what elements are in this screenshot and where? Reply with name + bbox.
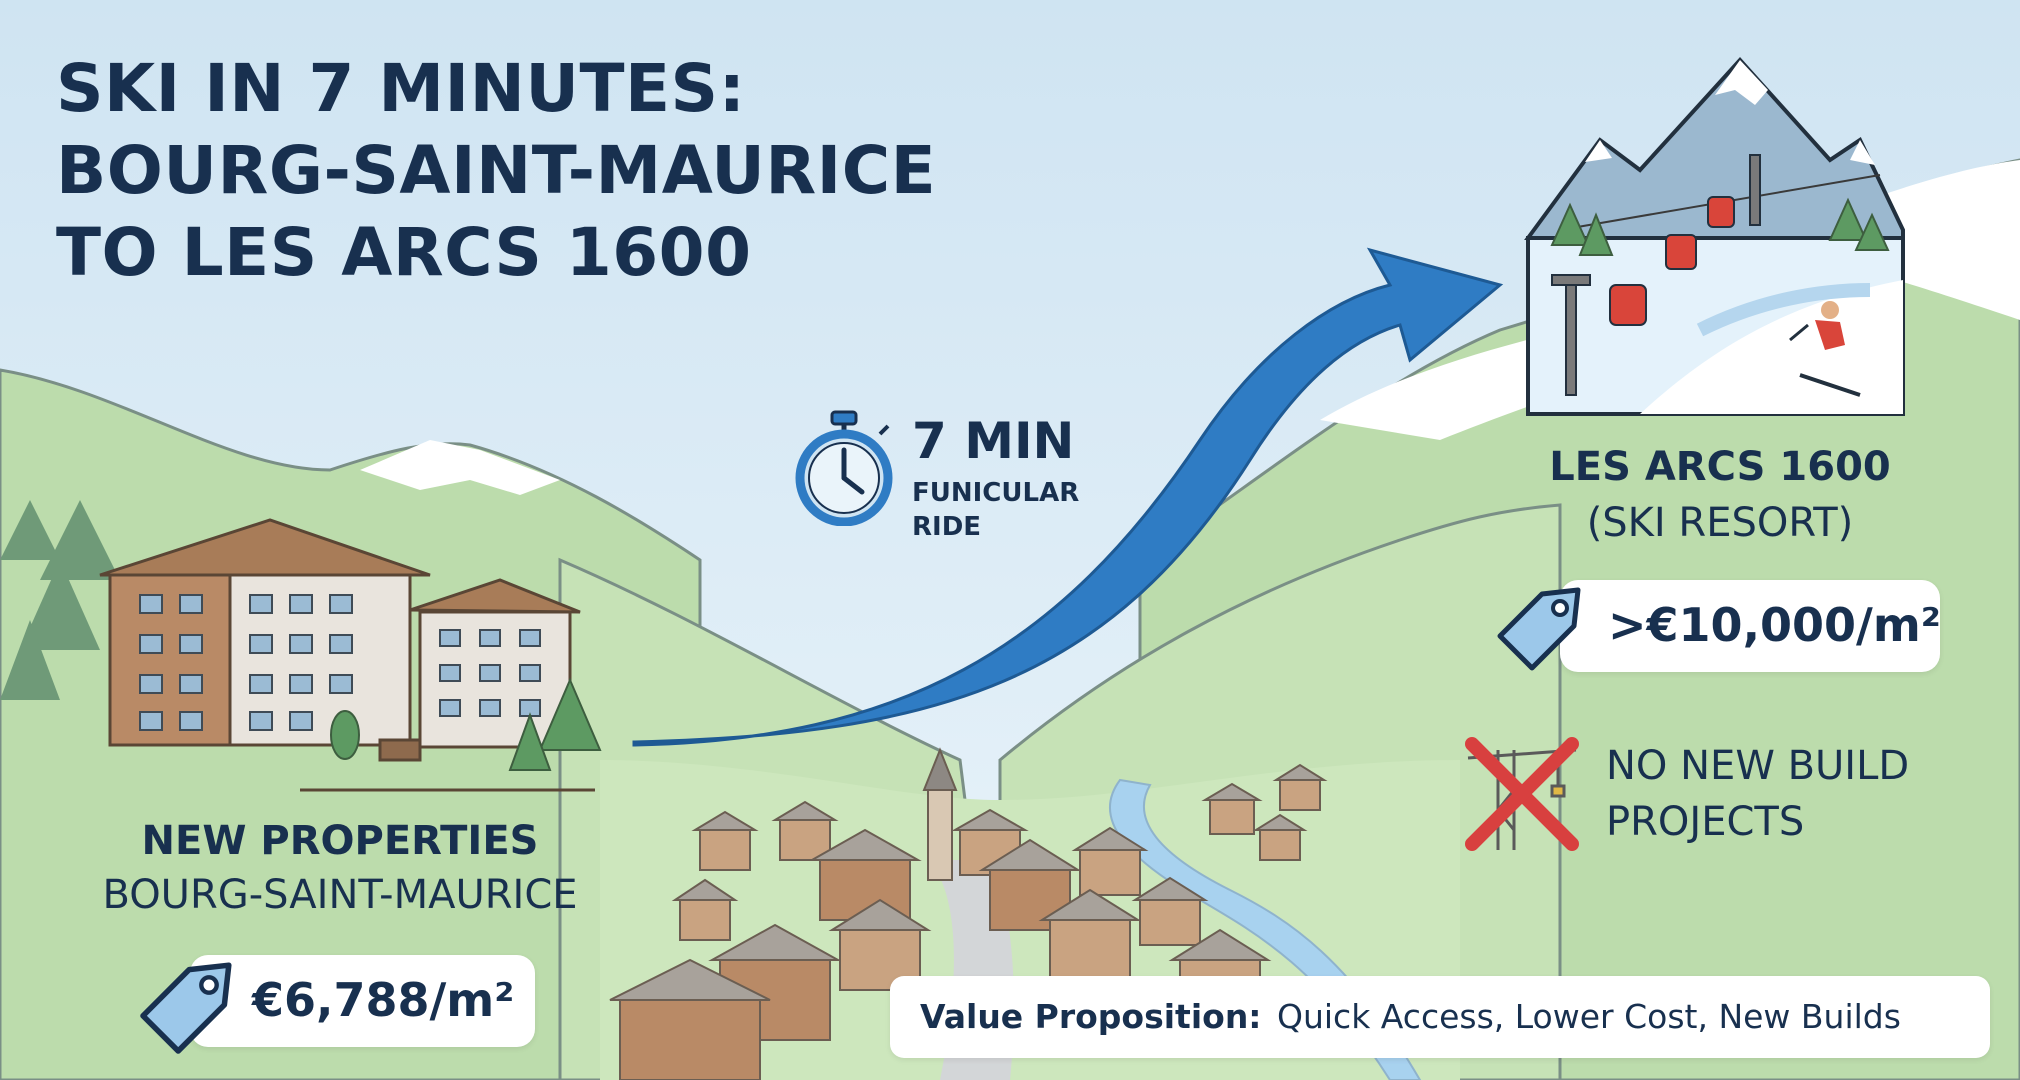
page-title: SKI IN 7 MINUTES: BOURG-SAINT-MAURICE TO…: [56, 48, 936, 294]
funicular-time: 7 MIN: [912, 412, 1075, 470]
town-price-card: €6,788/m²: [190, 955, 535, 1047]
route-arrow: [632, 247, 1504, 747]
crane-crossed-icon: [1465, 737, 1579, 851]
price-tag-icon: [1497, 587, 1581, 671]
snow-cap-left: [360, 440, 560, 495]
value-proposition-label: Value Proposition:: [920, 997, 1262, 1036]
properties-location: BOURG-SAINT-MAURICE: [102, 872, 578, 918]
title-line-1: SKI IN 7 MINUTES:: [56, 50, 746, 127]
stopwatch-icon: [795, 410, 893, 526]
town-price: €6,788/m²: [252, 973, 515, 1027]
building-windows: [139, 594, 541, 731]
value-proposition-text: Quick Access, Lower Cost, New Builds: [1277, 997, 1901, 1036]
title-line-2: BOURG-SAINT-MAURICE: [56, 132, 937, 209]
ski-resort-illustration: [1524, 57, 1905, 416]
resort-subtitle: (SKI RESORT): [1586, 500, 1854, 546]
value-proposition-bar: Value Proposition: Quick Access, Lower C…: [890, 976, 1990, 1058]
resort-price: >€10,000/m²: [1608, 598, 1941, 652]
no-new-build-line-2: PROJECTS: [1606, 799, 1805, 845]
building-trees: [330, 677, 602, 771]
title-line-3: TO LES ARCS 1600: [56, 214, 752, 291]
left-forest: [0, 500, 120, 700]
no-new-build-label: NO NEW BUILD PROJECTS: [1606, 738, 1986, 850]
resort-price-card: >€10,000/m²: [1560, 580, 1941, 672]
no-new-build-line-1: NO NEW BUILD: [1606, 743, 1910, 789]
price-tag-icon: [140, 962, 232, 1054]
funicular-label-line-1: FUNICULAR: [912, 478, 1080, 508]
funicular-label: FUNICULAR RIDE: [912, 476, 1112, 544]
village: [609, 747, 1328, 1080]
funicular-label-line-2: RIDE: [912, 512, 982, 542]
properties-title: NEW PROPERTIES: [141, 818, 539, 864]
resort-name: LES ARCS 1600: [1549, 444, 1891, 490]
